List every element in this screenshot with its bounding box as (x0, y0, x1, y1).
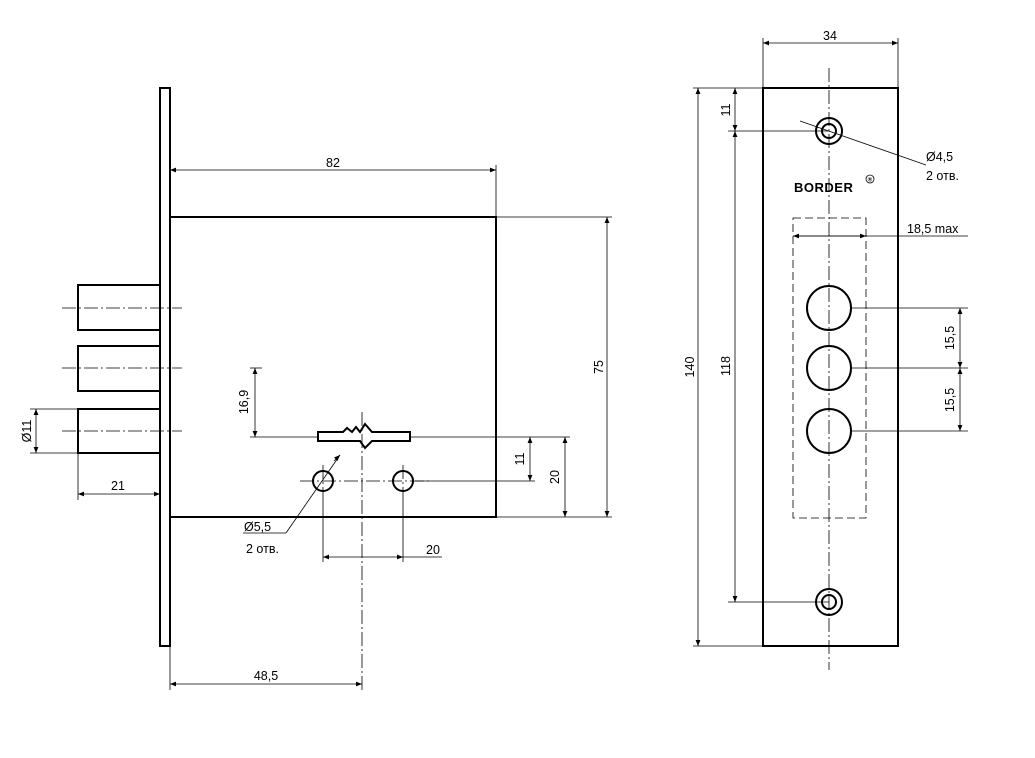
hole-diameter-label: Ø5,5 (244, 520, 271, 534)
dim-18-5-max-label: 18,5 max (907, 222, 959, 236)
front-faceplate (159, 87, 171, 647)
dim-118-label: 118 (719, 356, 733, 376)
side-faceplate (762, 87, 899, 647)
dim-16-9-label: 16,9 (237, 390, 251, 414)
keyhole-slot (317, 422, 411, 450)
dim-bolt-diameter-label: Ø11 (20, 420, 34, 443)
screw-hole-diameter-label: Ø4,5 (926, 150, 953, 164)
bolt (77, 345, 161, 392)
hole-count-label: 2 отв. (246, 542, 279, 556)
dim-34-label: 34 (823, 29, 837, 43)
dim-20-vertical-label: 20 (548, 470, 562, 484)
dim-82-label: 82 (326, 156, 340, 170)
dim-15-5-top-label: 15,5 (943, 326, 957, 350)
dim-15-5-bottom-label: 15,5 (943, 388, 957, 412)
dim-21-label: 21 (111, 479, 125, 493)
border-logo: BORDER (794, 180, 853, 195)
dim-11-side-label: 11 (719, 103, 733, 116)
registered-mark: ® (868, 177, 873, 184)
dim-hole-spacing-label: 20 (426, 543, 440, 557)
dim-48-5-label: 48,5 (254, 669, 278, 683)
front-view: 82 75 16,9 11 20 Ø11 21 Ø5,5 2 отв. (20, 87, 612, 690)
side-view: BORDER ® 34 140 11 118 Ø4,5 2 отв. 1 (683, 29, 968, 670)
dim-75-label: 75 (592, 360, 606, 374)
screw-hole-count-label: 2 отв. (926, 169, 959, 183)
dim-140-label: 140 (683, 357, 697, 378)
dim-11-label: 11 (513, 452, 527, 465)
lock-body (169, 216, 497, 518)
bolts (62, 284, 182, 454)
bolt (77, 284, 161, 331)
